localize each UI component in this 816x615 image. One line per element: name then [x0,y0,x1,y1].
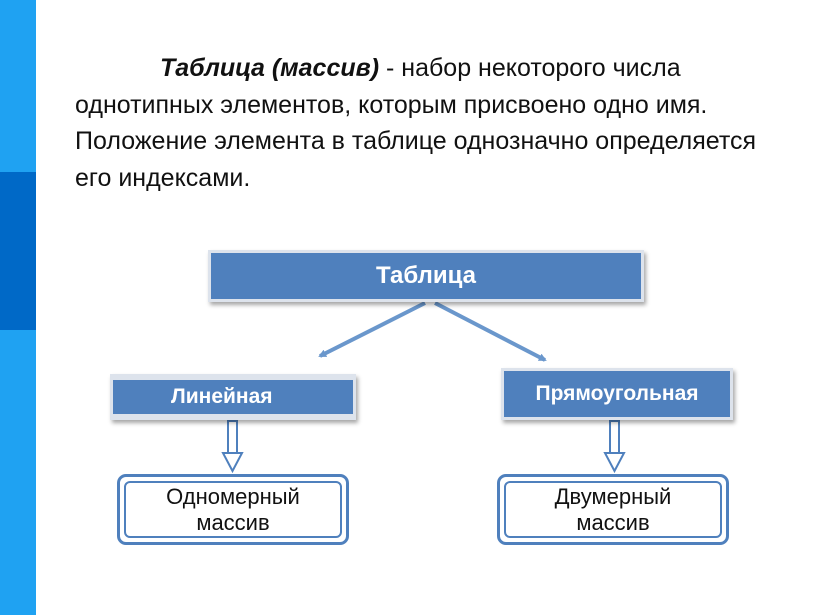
node-rectangular: Прямоугольная [501,368,733,420]
node-table: Таблица [208,250,644,302]
node-table-label: Таблица [375,262,477,289]
definition-separator: - [379,54,402,82]
node-one-dim-array-inner: Одномерный массив [124,481,342,538]
arrow-root-to-rectangular [434,301,547,362]
node-two-dim-line1: Двумерный [554,483,672,509]
node-two-dim-line2: массив [576,509,650,535]
side-accent-bar-dark [0,172,36,330]
definition-paragraph: Таблица (массив) - набор некоторого числ… [75,50,795,196]
node-one-dim-line2: массив [196,509,270,535]
arrow-root-to-linear [318,301,426,358]
node-rectangular-label: Прямоугольная [535,382,699,405]
node-one-dim-line1: Одномерный [166,483,300,509]
node-linear: Линейная [110,374,356,420]
node-two-dim-array: Двумерный массив [497,474,729,545]
double-arrow-right [603,420,626,474]
double-arrow-left [221,420,244,474]
definition-term: Таблица (массив) [160,54,380,82]
node-two-dim-array-inner: Двумерный массив [504,481,722,538]
node-one-dim-array: Одномерный массив [117,474,349,545]
definition-text: набор некоторого числа однотипных элемен… [75,54,757,192]
node-linear-label: Линейная [171,385,273,408]
